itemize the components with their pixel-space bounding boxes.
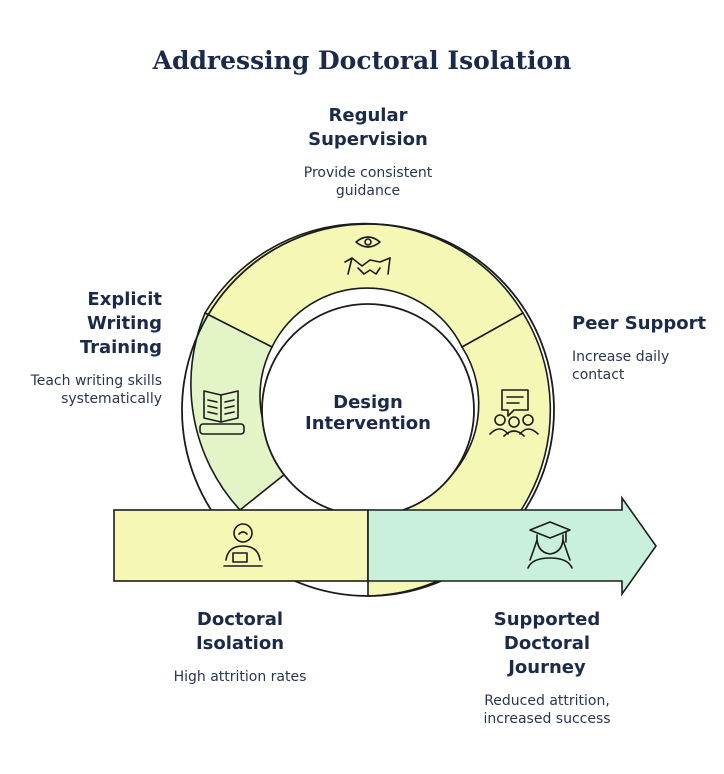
ring-segment-top <box>203 222 525 349</box>
group-chat-icon <box>489 389 539 437</box>
stage-isolation-description: High attrition rates <box>173 669 307 685</box>
stage-writing-title: Explicit Writing Training <box>79 289 162 358</box>
arrow-right-head <box>367 495 657 597</box>
stage-journey: Supported Doctoral Journey Reduced attri… <box>462 608 632 728</box>
graduate-icon <box>527 521 573 569</box>
stage-supervision-description: Provide consistent guidance <box>303 165 433 199</box>
diagram-title: Addressing Doctoral Isolation <box>152 46 572 75</box>
stage-writing: Explicit Writing Training Teach writing … <box>10 288 162 408</box>
stage-peer: Peer Support Increase daily contact <box>572 312 712 384</box>
stage-writing-description: Teach writing skills systematically <box>30 373 162 407</box>
arrow <box>113 495 657 597</box>
open-book-icon <box>199 390 245 435</box>
handshake-eye-icon <box>344 236 391 275</box>
stage-isolation-title: Doctoral Isolation <box>195 609 285 654</box>
stage-journey-title: Supported Doctoral Journey <box>493 609 601 678</box>
stage-peer-description: Increase daily contact <box>572 349 670 383</box>
stage-supervision: Regular Supervision Provide consistent g… <box>268 104 468 200</box>
stage-journey-description: Reduced attrition, increased success <box>483 693 611 727</box>
center-label: Design Intervention <box>305 392 431 434</box>
stage-supervision-title: Regular Supervision <box>308 105 428 150</box>
stage-peer-title: Peer Support <box>572 313 707 334</box>
stage-isolation: Doctoral Isolation High attrition rates <box>160 608 320 686</box>
ring-outer-outline <box>181 223 555 597</box>
person-at-desk-icon <box>223 523 263 567</box>
